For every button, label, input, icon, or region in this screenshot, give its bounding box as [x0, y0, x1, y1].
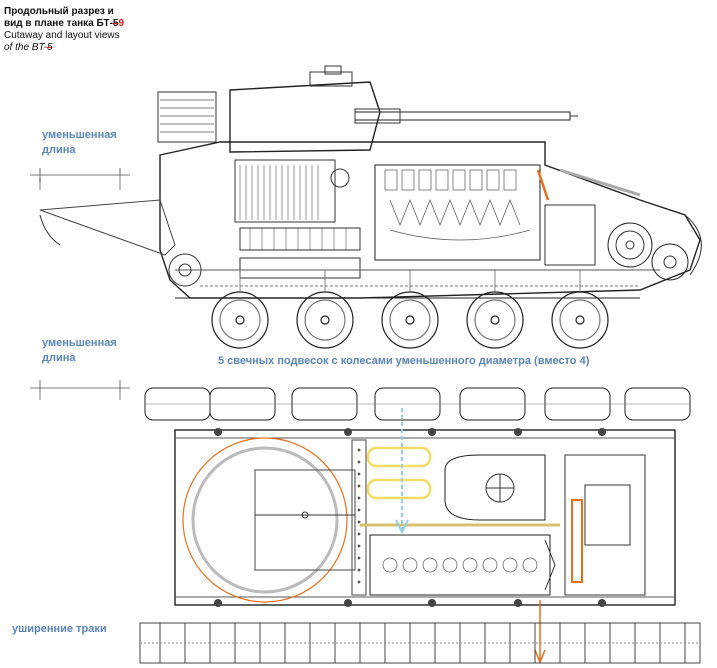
title-en-line1: Cutaway and layout views — [4, 30, 120, 41]
side-view — [30, 65, 702, 349]
plan-view — [30, 380, 701, 664]
title-ru-line2: вид в плане танка БТ-59 — [4, 18, 174, 30]
title-ru-old-number: 5 — [112, 18, 119, 29]
title-en-old-number: 5 — [47, 42, 53, 53]
title-en-prefix: of the BT- — [4, 42, 47, 53]
note-widened-tracks: уширенние траки — [12, 623, 107, 635]
note-suspension: 5 свечных подвесок с колесами уменьшенно… — [218, 355, 590, 367]
title-en-line2: of the BT-5 — [4, 42, 174, 54]
title-ru-new-number: 9 — [118, 18, 125, 29]
drawing-title: Продольный разрез и вид в плане танка БТ… — [4, 6, 174, 54]
note-reduced-length-top: уменьшенная длина — [42, 129, 117, 156]
note-reduced-length-bottom: уменьшенная длина — [42, 337, 117, 364]
title-ru-line1: Продольный разрез и — [4, 6, 114, 17]
title-ru-prefix: вид в плане танка БТ- — [4, 18, 113, 29]
